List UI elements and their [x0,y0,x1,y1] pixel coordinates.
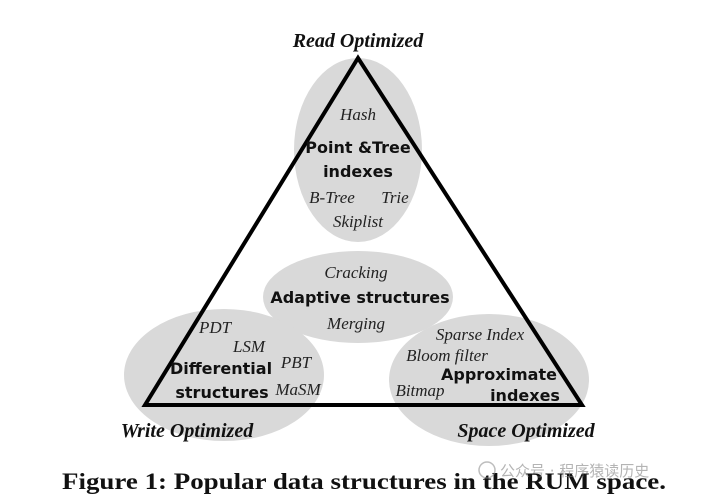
pbt-item: PBT [280,353,313,372]
skiplist-item: Skiplist [333,212,384,231]
space-optimized-ellipse [389,314,589,446]
figure-caption: Figure 1: Popular data structures in the… [62,469,666,494]
differential-title-line1: Differential [170,359,272,378]
adaptive-ellipse [263,251,453,343]
point-tree-title-line1: Point &Tree [305,138,411,157]
wechat-icon [478,461,496,479]
btree-item: B-Tree [309,188,355,207]
read-optimized-label: Read Optimized [292,30,425,52]
hash-item: Hash [339,105,376,124]
space-optimized-label: Space Optimized [457,420,595,442]
pdt-item: PDT [198,318,233,337]
differential-title-line2: structures [175,383,268,402]
watermark-text: 公众号 · 程序猿读历史 [500,462,649,480]
write-optimized-ellipse [124,309,324,441]
approximate-title-line1: Approximate [441,365,557,384]
bloom-filter-item: Bloom filter [406,346,488,365]
merging-item: Merging [326,314,385,333]
sparse-index-item: Sparse Index [436,325,525,344]
point-tree-title-line2: indexes [323,162,393,181]
adaptive-title: Adaptive structures [270,288,449,307]
watermark: 公众号 · 程序猿读历史 [478,461,649,480]
rum-triangle [141,54,586,407]
write-optimized-label: Write Optimized [121,420,254,442]
bitmap-item: Bitmap [395,381,444,400]
approximate-title-line2: indexes [490,386,560,405]
cracking-item: Cracking [324,263,387,282]
trie-item: Trie [381,188,409,207]
masm-item: MaSM [274,380,321,399]
lsm-item: LSM [232,337,266,356]
